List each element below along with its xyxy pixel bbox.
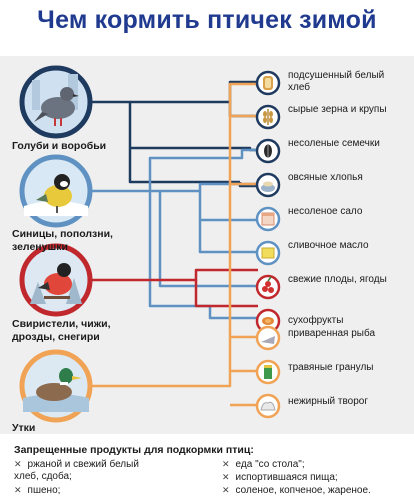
food-label-grain: сырые зерна и крупы bbox=[288, 104, 387, 115]
bread-icon bbox=[255, 70, 281, 96]
bird-label-ducks: Утки bbox=[12, 422, 36, 434]
oat-flakes-icon bbox=[255, 172, 281, 198]
cross-icon: ✕ bbox=[222, 485, 230, 495]
cross-icon: ✕ bbox=[14, 459, 22, 469]
bird-label-pigeons: Голуби и воробьи bbox=[12, 140, 107, 152]
pellets-icon bbox=[255, 359, 281, 385]
connection-lines bbox=[90, 80, 258, 407]
bird-label-bullfinches: Свиристели, чижи, дрозды, снегири bbox=[12, 318, 111, 343]
food-label-bread: подсушенный белый хлеб bbox=[288, 70, 385, 93]
food-label-pellets: травяные гранулы bbox=[288, 362, 374, 373]
forbidden-item: ✕пшено; bbox=[14, 485, 61, 496]
cross-icon: ✕ bbox=[14, 485, 22, 495]
forbidden-item: ✕соленое, копченое, жареное. bbox=[222, 485, 371, 496]
berries-icon bbox=[255, 274, 281, 300]
food-label-dried-fruit: сухофрукты bbox=[288, 315, 344, 326]
food-label-berries: свежие плоды, ягоды bbox=[288, 274, 387, 285]
grain-icon bbox=[255, 104, 281, 130]
connection-diagram bbox=[19, 65, 281, 423]
food-label-seeds: несоленые семечки bbox=[288, 138, 380, 149]
forbidden-item: ✕еда "со стола"; bbox=[222, 459, 305, 470]
page-title: Чем кормить птичек зимой bbox=[37, 6, 377, 34]
bird-circle-tit bbox=[19, 154, 93, 228]
bird-circle-bullfinch bbox=[19, 243, 93, 317]
diagram-panel: Голуби и воробьи Синицы, поползни, зелен… bbox=[0, 56, 414, 434]
cross-icon: ✕ bbox=[222, 459, 230, 469]
lard-icon bbox=[255, 206, 281, 232]
forbidden-item: ✕ржаной и свежий белый хлеб, сдоба; bbox=[14, 459, 139, 482]
forbidden-section: Запрещенные продукты для подкормки птиц:… bbox=[0, 436, 414, 500]
bird-label-tits: Синицы, поползни, зеленушки bbox=[12, 228, 113, 253]
forbidden-title: Запрещенные продукты для подкормки птиц: bbox=[14, 444, 254, 456]
forbidden-item: ✕испортившаяся пища; bbox=[222, 472, 338, 483]
bird-circle-duck bbox=[19, 349, 93, 423]
food-label-oats: овсяные хлопья bbox=[288, 172, 363, 183]
fish-icon bbox=[255, 325, 281, 351]
cottage-cheese-icon bbox=[255, 393, 281, 419]
bird-circle-pigeon bbox=[19, 65, 93, 139]
dried-fruit-icon bbox=[255, 308, 281, 334]
butter-icon bbox=[255, 240, 281, 266]
cross-icon: ✕ bbox=[222, 472, 230, 482]
food-label-fish: приваренная рыба bbox=[288, 328, 376, 339]
food-label-butter: сливочное масло bbox=[288, 240, 369, 251]
food-label-lard: несоленое сало bbox=[288, 206, 363, 217]
seed-icon bbox=[255, 138, 281, 164]
food-label-cottage-cheese: нежирный творог bbox=[288, 396, 368, 407]
